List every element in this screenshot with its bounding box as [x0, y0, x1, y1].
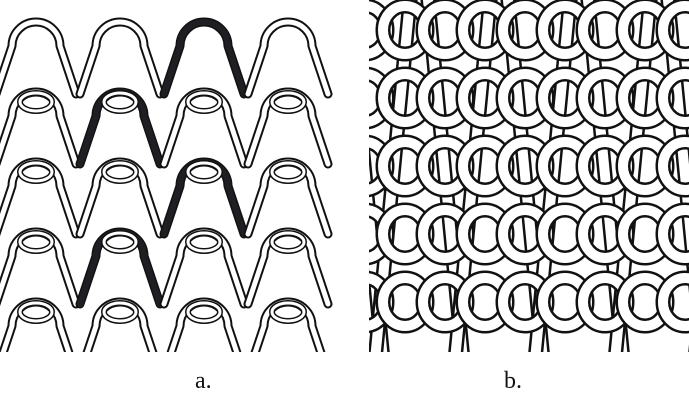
knit-loop — [248, 232, 328, 304]
panel-b-knit-fabric-diagram — [369, 0, 689, 352]
highlight-loop — [80, 92, 160, 164]
knit-loop — [164, 302, 244, 352]
panel-b-fabric — [369, 0, 689, 352]
knit-loop — [80, 302, 160, 352]
interlock-ring — [104, 233, 136, 251]
knit-loop — [248, 22, 328, 94]
interlock-ring — [20, 163, 52, 181]
panel-a-svg — [0, 0, 338, 352]
interlock-ring — [272, 163, 304, 181]
interlock-ring — [20, 93, 52, 111]
interlock-ring — [188, 303, 220, 321]
knit-loop — [164, 232, 244, 304]
interlock-ring — [188, 163, 220, 181]
interlock-ring — [104, 93, 136, 111]
knit-loop — [0, 232, 76, 304]
knit-loop — [0, 302, 76, 352]
panel-a-loops — [0, 22, 328, 352]
knit-loop — [248, 302, 328, 352]
interlock-ring — [272, 93, 304, 111]
interlock-ring — [104, 163, 136, 181]
knit-loop — [0, 22, 76, 94]
knit-loop — [248, 162, 328, 234]
knit-loop — [0, 162, 76, 234]
interlock-ring — [20, 233, 52, 251]
highlight-loop — [80, 232, 160, 304]
fabric-loop — [663, 278, 689, 326]
caption-a: a. — [195, 369, 212, 393]
caption-b: b. — [504, 369, 522, 393]
interlock-ring — [104, 303, 136, 321]
knit-loop — [248, 92, 328, 164]
knit-loop — [164, 92, 244, 164]
knit-loop — [80, 22, 160, 94]
panel-a-knit-loop-diagram — [0, 0, 338, 352]
highlight-loop — [164, 22, 244, 94]
interlock-ring — [20, 303, 52, 321]
panel-b-svg — [369, 0, 689, 352]
knit-loop — [0, 92, 76, 164]
interlock-ring — [272, 303, 304, 321]
knit-loop — [80, 162, 160, 234]
highlight-loop — [164, 162, 244, 234]
interlock-ring — [188, 233, 220, 251]
interlock-ring — [272, 233, 304, 251]
interlock-ring — [188, 93, 220, 111]
